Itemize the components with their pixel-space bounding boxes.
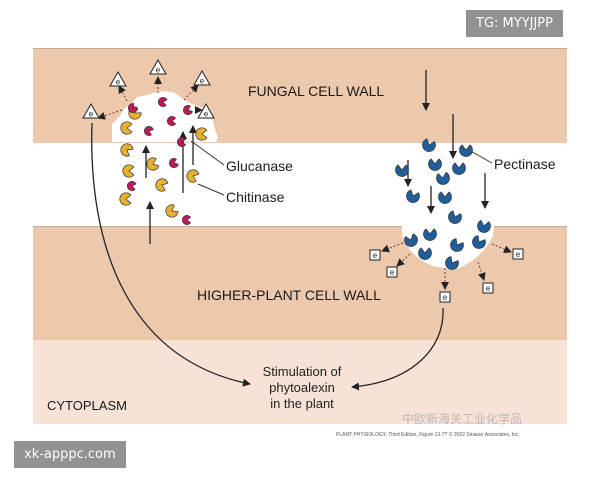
glucanase-enzyme (182, 215, 192, 225)
watermark-top-right: TG: MYYJJPP (466, 10, 563, 37)
fungal-elicitor-letter: e (89, 110, 94, 119)
plant-elicitor-marker (482, 282, 494, 294)
glucanase-enzyme (183, 105, 193, 115)
pectinase-enzyme (452, 162, 466, 175)
chitinase-enzyme (186, 169, 200, 183)
plant-elicitor-release-arrow (396, 253, 411, 267)
glucanase-enzyme (128, 103, 138, 113)
fungal-elicitor-letter: e (156, 66, 161, 75)
pectinase-enzyme (395, 164, 409, 177)
chitinase-enzyme (165, 204, 179, 218)
plant-elicitor-release-arrow (381, 242, 404, 253)
plant-elicitor-marker (512, 248, 524, 260)
pectinase-enzyme (472, 235, 486, 249)
cytoplasm-label: CYTOPLASM (47, 398, 127, 413)
pectinase-enzyme (423, 228, 437, 241)
glucanase-label: Glucanase (226, 158, 293, 174)
fungal-elicitor-marker (82, 102, 100, 119)
chitinase-enzyme (195, 127, 208, 141)
fungal-elicitor-marker (149, 58, 167, 75)
glucanase-enzyme (167, 116, 177, 126)
pectinase-enzyme (404, 233, 418, 247)
chitinase-enzyme (120, 143, 134, 157)
watermark-bottom-right: 中欧新海关工业化学品 (402, 412, 523, 426)
pectinase-enzyme (459, 144, 473, 157)
fungal-elicitor-release-arrow (97, 109, 123, 120)
glucanase-enzyme (177, 137, 187, 147)
plant-elicitor-letter: e (516, 250, 521, 259)
chitinase-label: Chitinase (226, 189, 285, 205)
fungal-elicitor-marker (109, 70, 127, 87)
pectinase-enzyme (450, 238, 464, 252)
plant-elicitor-letter: e (486, 284, 491, 293)
pectinase-enzyme (448, 210, 462, 224)
pectinase-enzyme (422, 138, 436, 152)
plant-elicitor-release-arrow (491, 243, 512, 253)
pectinase-enzyme (438, 191, 452, 204)
pectinase-label: Pectinase (494, 156, 556, 172)
fungal-elicitor-letter: e (200, 77, 205, 86)
pectinase-enzyme (428, 158, 442, 171)
leader-chitinase (197, 183, 225, 196)
chitinase-enzyme (146, 157, 160, 171)
pectinase-enzyme (445, 256, 459, 270)
fungal-elicitor-release-arrow (118, 85, 128, 102)
arrow-fungal-elicitor-to-cytoplasm (91, 122, 251, 387)
chitinase-enzyme (155, 178, 169, 192)
fungal-cell-wall-label: FUNGAL CELL WALL (248, 83, 385, 99)
pectinase-enzyme (418, 247, 432, 260)
watermark-bottom-left: xk-apppc.com (14, 441, 126, 468)
plant-cell-wall-label: HIGHER-PLANT CELL WALL (197, 287, 381, 303)
fungal-elicitor-release-arrow (183, 84, 199, 101)
plant-elicitor-marker (386, 266, 398, 278)
fungal-elicitor-letter: e (204, 110, 209, 119)
fungal-elicitor-marker (197, 102, 215, 119)
chitinase-enzyme (120, 121, 133, 135)
stimulation-line-2: phytoalexin (269, 380, 335, 395)
stimulation-line-1: Stimulation of (262, 364, 342, 379)
glucanase-enzyme (169, 158, 179, 168)
plant-elicitor-marker (369, 249, 381, 261)
cytoplasm-band (33, 340, 567, 424)
plant-elicitor-letter: e (443, 293, 448, 302)
plant-elicitor-letter: e (373, 251, 378, 260)
plant-elicitor-release-arrow (477, 261, 486, 281)
glucanase-enzyme (127, 181, 137, 191)
chitinase-enzyme (122, 164, 135, 178)
gap-band (33, 143, 567, 226)
glucanase-enzyme (144, 126, 154, 136)
pectinase-enzyme (477, 219, 491, 233)
fungal-elicitor-marker (193, 69, 211, 86)
chitinase-enzyme (119, 192, 132, 206)
glucanase-enzyme (158, 97, 168, 107)
figure-credit: PLANT PHYSIOLOGY, Third Edition, Figure … (336, 432, 520, 438)
leader-glucanase (190, 140, 225, 166)
plant-elicitor-letter: e (390, 268, 395, 277)
arrow-plant-elicitor-to-cytoplasm (351, 307, 444, 391)
stimulation-line-3: in the plant (270, 396, 334, 411)
pectinase-enzyme (406, 189, 420, 203)
stimulation-caption: Stimulation of phytoalexin in the plant (252, 364, 352, 412)
plant-elicitor-marker (439, 291, 451, 303)
fungal-elicitor-letter: e (116, 78, 121, 87)
pectinase-enzyme (436, 171, 450, 185)
